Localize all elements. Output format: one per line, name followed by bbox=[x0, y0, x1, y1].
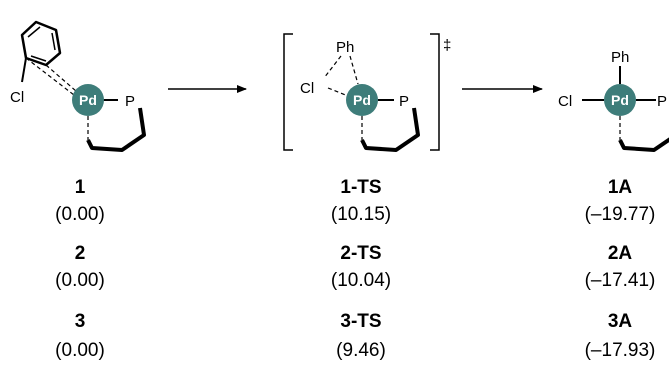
energy-value: (–17.41) bbox=[584, 270, 656, 291]
compound-label: 3A bbox=[607, 311, 633, 332]
bracket-right bbox=[430, 33, 440, 151]
compound-label: 3-TS bbox=[340, 311, 382, 332]
atom-label-ph: Ph bbox=[336, 39, 354, 56]
compound-label: 2 bbox=[74, 243, 86, 264]
bracket-left bbox=[283, 33, 293, 151]
atom-label-p: P bbox=[399, 93, 409, 110]
energy-value: (0.00) bbox=[55, 270, 105, 291]
atom-label-pd: Pd bbox=[611, 92, 629, 108]
compound-label: 3 bbox=[74, 311, 86, 332]
energy-value: (0.00) bbox=[55, 204, 105, 225]
atom-label-p: P bbox=[657, 93, 667, 110]
atom-label-p: P bbox=[125, 93, 135, 110]
structure-product: Ph Cl P Pd bbox=[558, 49, 669, 152]
compound-label: 1 bbox=[74, 177, 86, 198]
atom-label-ph: Ph bbox=[611, 49, 629, 66]
structure-ts: ‡ Ph Cl P Pd bbox=[283, 33, 451, 152]
compound-label: 1-TS bbox=[340, 177, 382, 198]
compound-label: 2-TS bbox=[340, 243, 382, 264]
pd-atom bbox=[346, 84, 378, 116]
atom-label-pd: Pd bbox=[79, 92, 97, 108]
benzene-ring bbox=[20, 20, 62, 67]
compound-label: 1A bbox=[607, 177, 633, 198]
energy-value: (–19.77) bbox=[584, 204, 656, 225]
pd-atom bbox=[72, 84, 104, 116]
double-dagger: ‡ bbox=[443, 37, 451, 54]
pd-atom bbox=[604, 84, 636, 116]
structure-1: Cl P Pd bbox=[10, 20, 146, 152]
energy-value: (10.04) bbox=[330, 270, 392, 291]
atom-label-pd: Pd bbox=[353, 92, 371, 108]
energy-value: (9.46) bbox=[336, 340, 386, 361]
atom-label-cl: Cl bbox=[558, 93, 572, 110]
compound-label: 2A bbox=[607, 243, 633, 264]
atom-label-cl: Cl bbox=[10, 89, 24, 106]
reaction-scheme: Cl P Pd ‡ Ph Cl P Pd bbox=[10, 20, 669, 152]
atom-label-cl: Cl bbox=[300, 80, 314, 97]
energy-value: (10.15) bbox=[330, 204, 392, 225]
energy-value: (0.00) bbox=[55, 340, 105, 361]
energy-value: (–17.93) bbox=[584, 340, 656, 361]
